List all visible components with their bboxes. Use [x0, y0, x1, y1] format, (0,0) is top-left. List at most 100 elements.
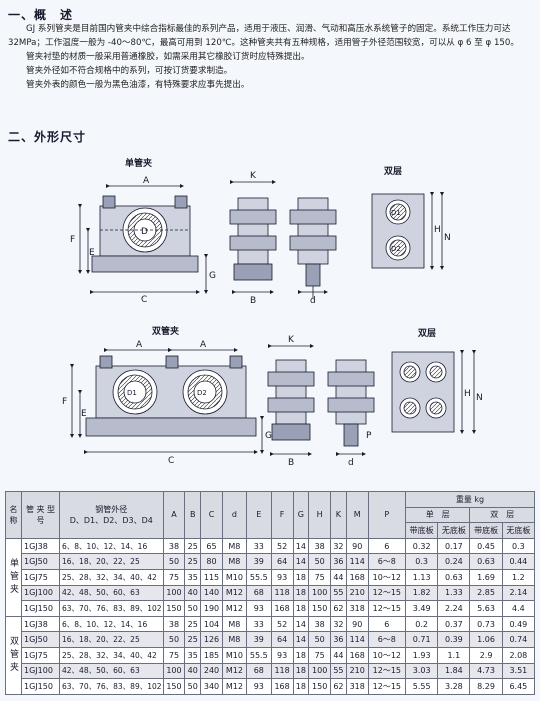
dimension-cell: M8 [221, 615, 247, 633]
dim-d1-label: D1 [391, 209, 401, 217]
dimension-cell: 14 [292, 537, 310, 555]
dimension-cell: 39 [245, 553, 272, 570]
dimension-cell: 65 [200, 537, 223, 555]
group-label: 单管夹 [5, 537, 22, 617]
dimension-cell: 150 [162, 678, 186, 695]
dimension-cell: 80 [200, 553, 223, 570]
dimension-cell: 38 [162, 615, 186, 633]
dim-b-label: B [250, 296, 256, 306]
dimension-cell: 55 [330, 662, 347, 680]
dim-d-small-label: d [310, 296, 316, 306]
dimension-cell: 190 [200, 600, 223, 617]
dim-a-left-label: A [136, 340, 143, 350]
dim-e-double-label: E [81, 409, 87, 419]
dimension-cell: 40 [184, 584, 202, 602]
dimension-cell: 33 [245, 537, 272, 555]
single-clamp-side-view-1 [229, 180, 277, 294]
double-layer-label-2: 双层 [418, 328, 436, 339]
col-m: M [345, 491, 369, 539]
dimension-cell: 52 [270, 537, 294, 555]
dimension-cell: 18 [292, 600, 310, 617]
od-cell: 6、8、10、12、14、16 [59, 537, 164, 555]
weight-cell: 0.45 [469, 537, 503, 555]
dimension-cell: M12 [221, 662, 247, 680]
weight-cell: 1.82 [405, 584, 439, 602]
dimension-cell: 39 [245, 631, 272, 648]
weight-cell: 0.39 [437, 631, 471, 648]
dimension-cell: 104 [200, 615, 223, 633]
weight-cell: 0.3 [501, 537, 536, 555]
dimension-cell: 90 [345, 615, 369, 633]
dimension-cell: 115 [200, 568, 223, 586]
dimension-cell: 38 [308, 615, 332, 633]
double-clamp-label: 双管夹 [152, 325, 179, 337]
dimension-cell: 62 [330, 600, 347, 617]
model-cell: 1GJ100 [21, 662, 60, 680]
dim-b-double-label: B [288, 458, 294, 468]
dimension-cell: 25 [184, 631, 202, 648]
weight-cell: 0.24 [437, 553, 471, 570]
dimension-cell: 6 [367, 537, 407, 555]
model-cell: 1GJ38 [21, 615, 60, 633]
dimension-cell: 6 [367, 615, 407, 633]
dim-p-label: P [366, 431, 372, 441]
dimension-cell: 52 [270, 615, 294, 633]
dimension-cell: 32 [330, 615, 347, 633]
dimension-cell: M8 [221, 537, 247, 555]
dimension-cell: 50 [184, 678, 202, 695]
dimension-cell: 6～8 [367, 553, 407, 570]
dim-d2-double-label: D2 [197, 389, 207, 397]
model-cell: 1GJ150 [21, 678, 60, 695]
od-cell: 16、18、20、22、25 [59, 553, 164, 570]
dimension-cell: 36 [330, 631, 347, 648]
dimension-cell: 75 [162, 568, 186, 586]
dimension-cell: 55.5 [245, 568, 272, 586]
dim-f-label: F [70, 235, 75, 245]
dimension-cell: 318 [345, 678, 369, 695]
dimension-cell: 50 [308, 553, 332, 570]
overview-text: GJ 系列管夹是目前国内管夹中综合指标最佳的系列产品，适用于液压、润滑、气动和高… [8, 22, 534, 92]
col-f: F [270, 491, 294, 539]
dimension-cell: 35 [184, 646, 202, 664]
dimension-cell: 93 [270, 568, 294, 586]
weight-cell: 1.13 [405, 568, 439, 586]
weight-cell: 3.51 [501, 662, 536, 680]
dimension-cell: 150 [308, 600, 332, 617]
dimension-cell: 14 [292, 553, 310, 570]
overview-paragraph-1: GJ 系列管夹是目前国内管夹中综合指标最佳的系列产品，适用于液压、润滑、气动和高… [8, 24, 519, 48]
model-cell: 1GJ50 [21, 631, 60, 648]
weight-cell: 0.17 [437, 537, 471, 555]
col-b: B [184, 491, 202, 539]
double-clamp-side-view-1 [267, 344, 315, 456]
dimension-cell: 10～12 [367, 568, 407, 586]
dimension-cell: 18 [292, 568, 310, 586]
dimension-cell: 210 [345, 662, 369, 680]
col-p: P [367, 491, 407, 539]
weight-cell: 0.71 [405, 631, 439, 648]
dimension-cell: 68 [245, 584, 272, 602]
weight-cell: 0.32 [405, 537, 439, 555]
section1-title: 一、概 述 [8, 8, 74, 22]
dimension-cell: 100 [162, 584, 186, 602]
weight-cell: 1.93 [405, 646, 439, 664]
dimension-cell: 75 [308, 568, 332, 586]
dimension-cell: 150 [162, 600, 186, 617]
dimension-cell: 25 [184, 537, 202, 555]
dim-c-label: C [141, 295, 147, 305]
dim-c-double-label: C [168, 456, 174, 466]
model-header: 管 夹 型 号 [21, 491, 60, 539]
dim-a-right-label: A [200, 340, 207, 350]
weight-cell: 0.73 [469, 615, 503, 633]
col-g: G [292, 491, 310, 539]
dimension-cell: 33 [245, 615, 272, 633]
dimension-cell: 35 [184, 568, 202, 586]
weight-cell: 2.85 [469, 584, 503, 602]
dimension-cell: M12 [221, 600, 247, 617]
dimension-cell: 210 [345, 584, 369, 602]
dim-d1-double-label: D1 [127, 389, 137, 397]
weight-header: 重量 kg [405, 491, 535, 508]
